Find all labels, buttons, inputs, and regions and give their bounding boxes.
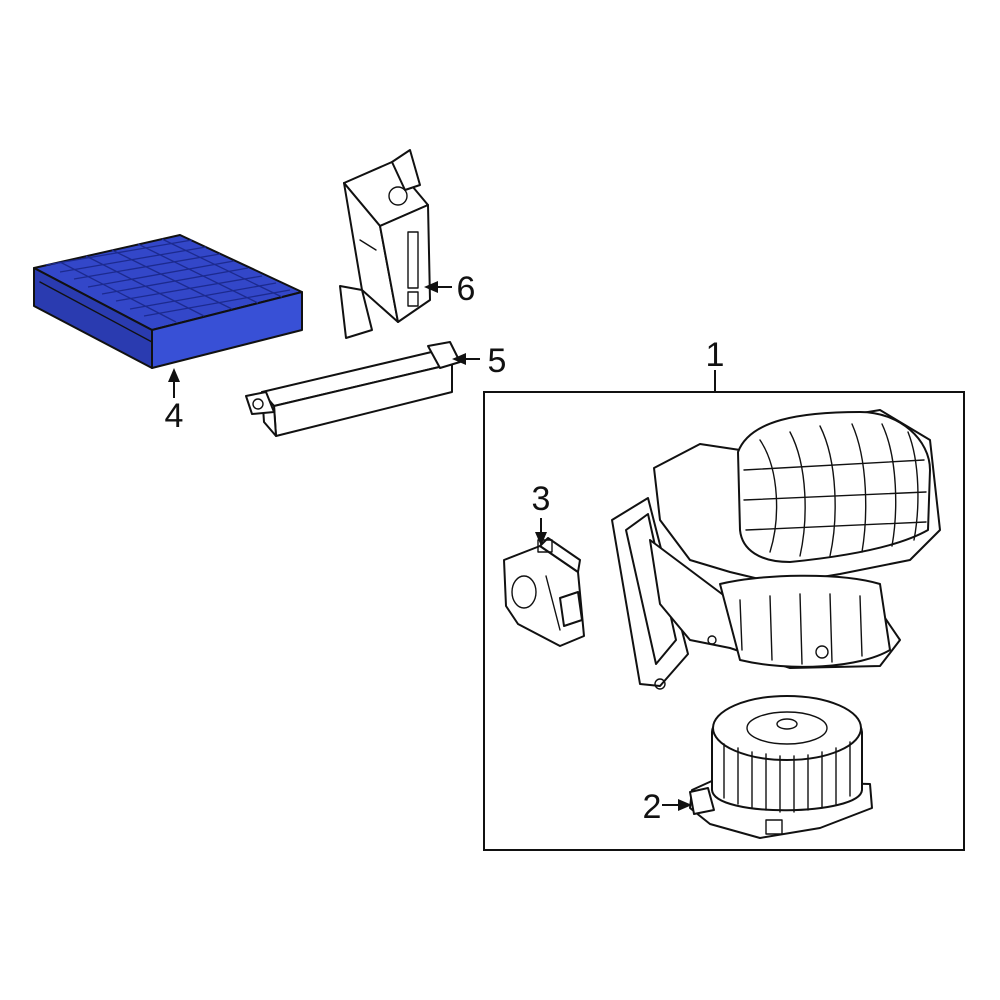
part-5-sensor-bar[interactable] <box>245 341 461 437</box>
assembly-1-frame <box>483 391 965 851</box>
case-ribs <box>654 593 863 690</box>
filter-side-face <box>151 291 303 369</box>
callout-5: 5 <box>488 342 507 380</box>
callout-3: 3 <box>532 480 551 518</box>
part-2-blower-motor[interactable] <box>689 695 873 839</box>
part-1-hvac-case[interactable] <box>611 409 941 690</box>
callout-6: 6 <box>457 270 476 308</box>
callout-1: 1 <box>706 336 725 374</box>
filter-frame-edge <box>39 281 153 343</box>
filter-pleats <box>45 238 291 323</box>
leader-lines <box>168 281 716 811</box>
part-4-cabin-air-filter[interactable] <box>33 234 303 369</box>
case-louvers <box>743 423 927 557</box>
part-3-actuator[interactable] <box>503 537 585 647</box>
blower-blades <box>723 741 851 813</box>
callout-2: 2 <box>643 788 662 826</box>
callout-4: 4 <box>165 397 184 435</box>
part-6-control-module[interactable] <box>339 149 431 339</box>
